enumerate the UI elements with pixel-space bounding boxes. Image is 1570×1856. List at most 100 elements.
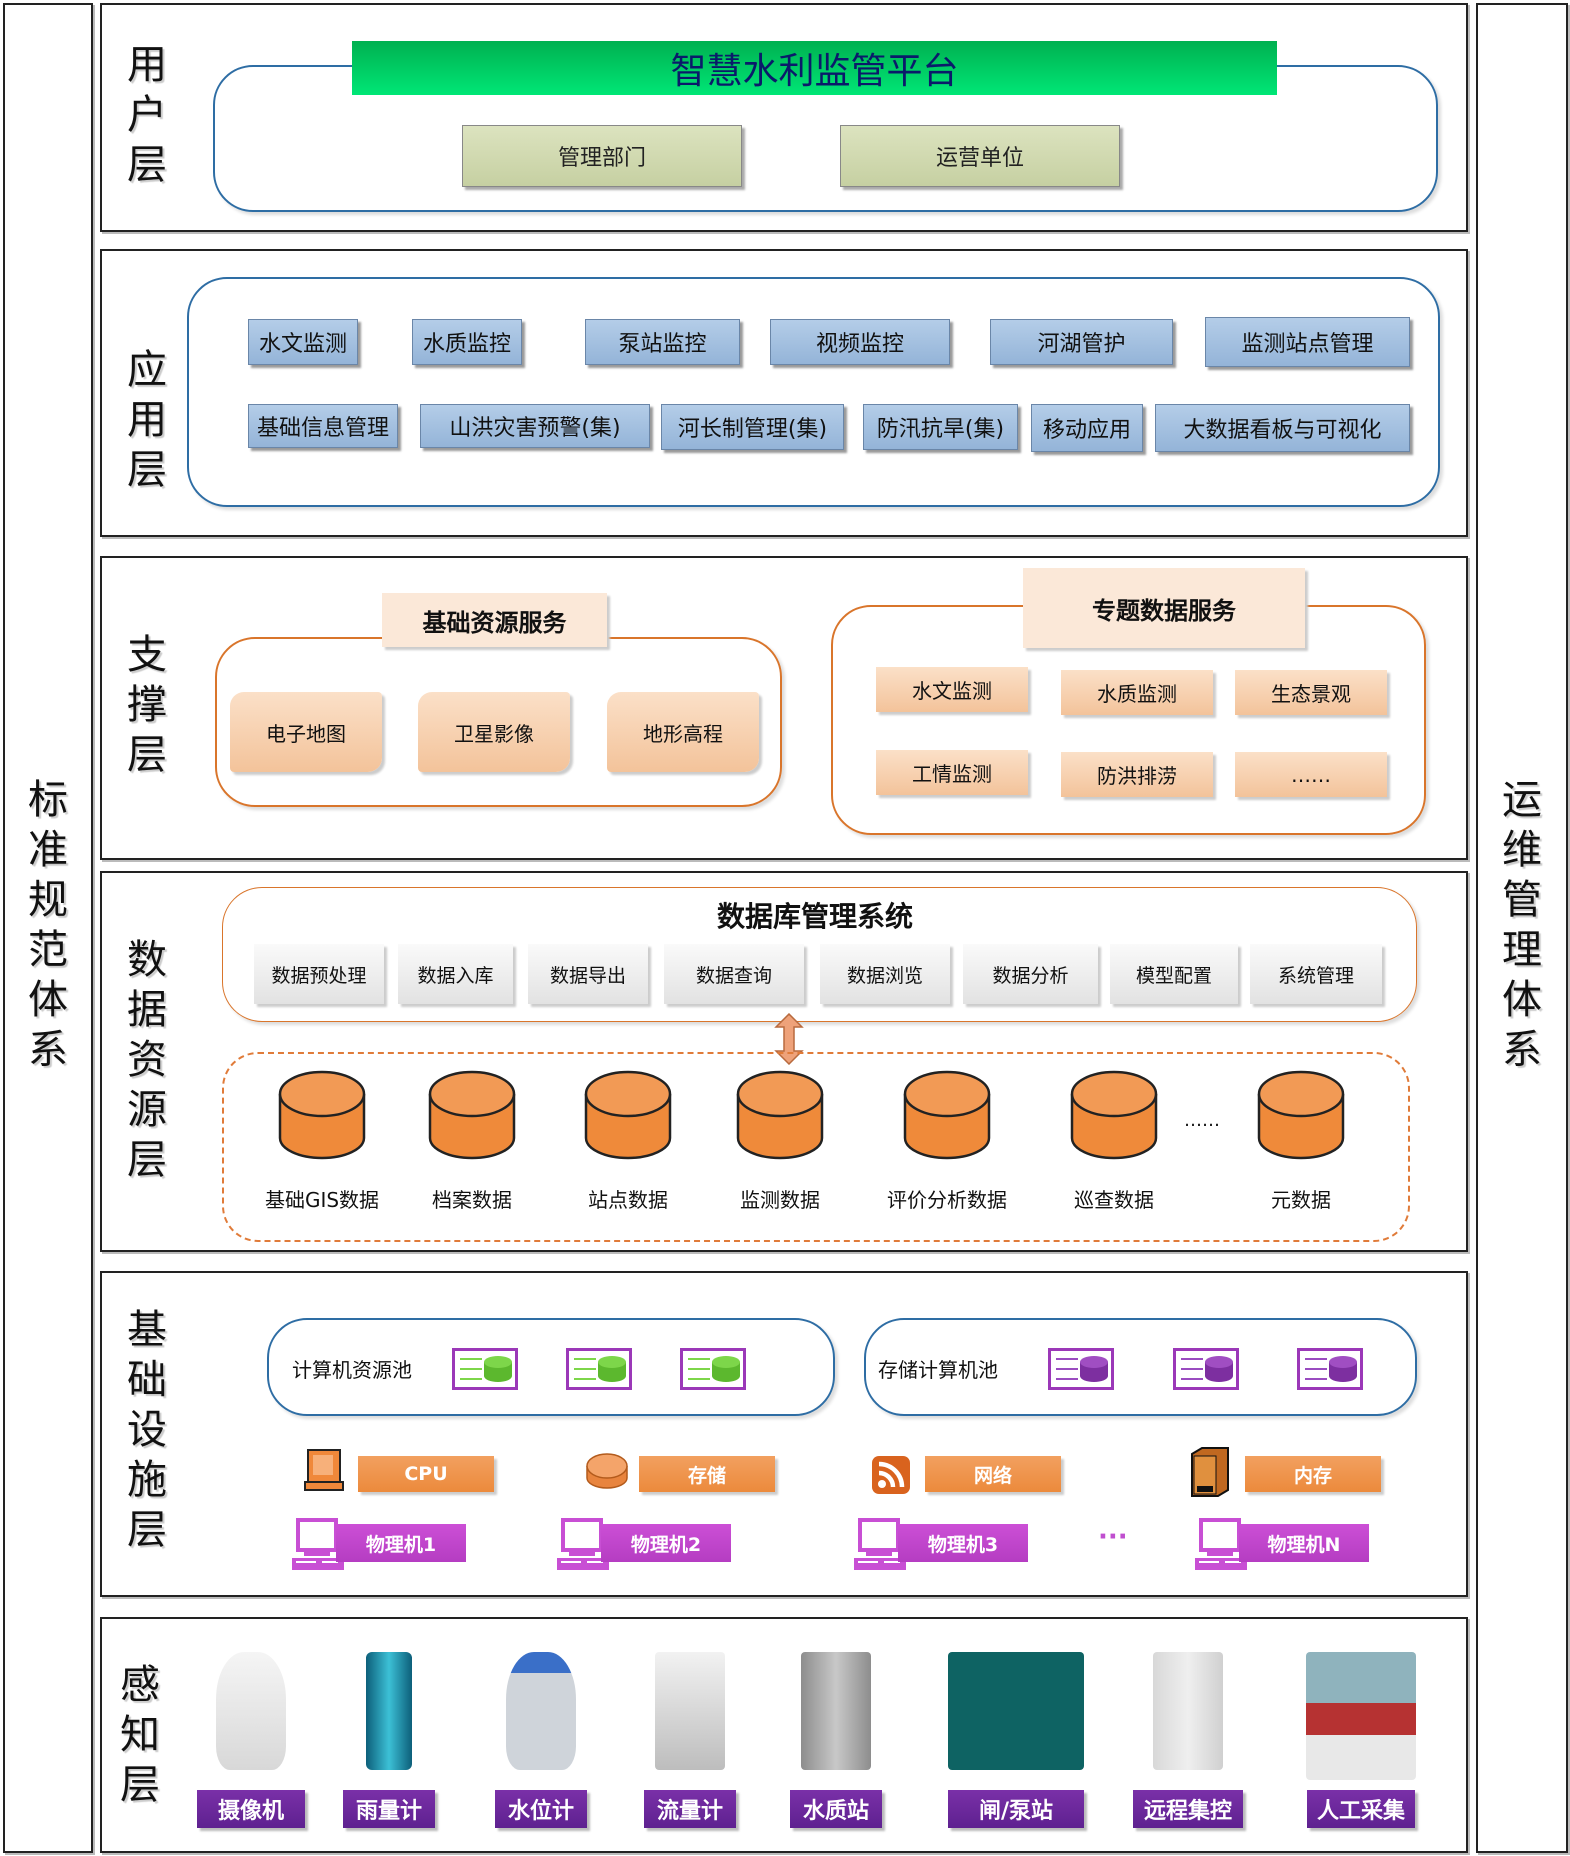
compute-node-icon: [566, 1348, 632, 1390]
physical-machine-label[interactable]: 物理机2: [601, 1524, 731, 1562]
topic-item[interactable]: 生态景观: [1235, 670, 1387, 715]
topic-item[interactable]: ……: [1235, 752, 1387, 797]
machines-ellipsis: ···: [1098, 1522, 1128, 1552]
device-label[interactable]: 远程集控: [1133, 1790, 1243, 1828]
app-container: [187, 277, 1440, 507]
app-item[interactable]: 泵站监控: [585, 319, 740, 365]
user-item-management[interactable]: 管理部门: [462, 125, 742, 187]
device-label[interactable]: 水质站: [790, 1790, 882, 1828]
control-cabinet-icon: [1153, 1652, 1223, 1770]
server-tower-icon: [1191, 1447, 1229, 1497]
device-label[interactable]: 闸/泵站: [948, 1790, 1084, 1828]
app-item[interactable]: 水文监测: [248, 319, 358, 365]
resource-storage[interactable]: 存储: [639, 1456, 775, 1492]
dbms-item[interactable]: 数据导出: [528, 944, 648, 1004]
topic-service-title: 专题数据服务: [1023, 568, 1305, 648]
physical-machine-icon: [854, 1518, 906, 1570]
user-layer-title: 用户层: [127, 42, 167, 188]
app-item[interactable]: 防汛抗旱(集): [863, 404, 1018, 450]
storage-pool-label: 存储计算机池: [878, 1358, 998, 1382]
physical-machine-icon: [292, 1518, 344, 1570]
topic-item[interactable]: 水文监测: [876, 667, 1028, 712]
gate-pump-station-icon: [948, 1652, 1084, 1770]
storage-node-icon: [1297, 1348, 1363, 1390]
dbms-title: 数据库管理系统: [716, 900, 913, 933]
dbms-item[interactable]: 数据入库: [398, 944, 513, 1004]
database-label: 元数据: [1271, 1188, 1331, 1212]
app-item[interactable]: 河长制管理(集): [661, 404, 844, 450]
dbms-item[interactable]: 模型配置: [1110, 944, 1238, 1004]
dbms-item[interactable]: 系统管理: [1250, 944, 1382, 1004]
app-item[interactable]: 监测站点管理: [1205, 317, 1410, 367]
user-item-operator[interactable]: 运营单位: [840, 125, 1120, 187]
data-layer-title: 数据资源层: [127, 937, 167, 1183]
database-label: 站点数据: [588, 1188, 668, 1212]
physical-machine-label[interactable]: 物理机3: [898, 1524, 1028, 1562]
device-label[interactable]: 雨量计: [343, 1790, 435, 1828]
database-label: 档案数据: [432, 1188, 512, 1212]
database-cylinder-icon: [278, 1070, 366, 1160]
storage-pool: [864, 1318, 1417, 1416]
app-item[interactable]: 视频监控: [770, 319, 950, 365]
app-layer: [100, 249, 1468, 537]
database-label: 巡查数据: [1074, 1188, 1154, 1212]
physical-machine-icon: [1195, 1518, 1247, 1570]
database-label: 评价分析数据: [887, 1188, 1007, 1212]
basic-resource-title: 基础资源服务: [382, 593, 607, 647]
app-item[interactable]: 基础信息管理: [248, 404, 398, 448]
support-layer-title: 支撑层: [127, 632, 167, 778]
dbms-item[interactable]: 数据浏览: [820, 944, 950, 1004]
network-rss-icon: [872, 1456, 910, 1494]
physical-machine-label[interactable]: 物理机N: [1239, 1524, 1369, 1562]
platform-title: 智慧水利监管平台: [352, 41, 1277, 95]
database-cylinder-icon: [428, 1070, 516, 1160]
ops-title: 运维管理体系: [1502, 777, 1542, 1073]
water-level-meter-icon: [506, 1652, 576, 1770]
compute-pool-label: 计算机资源池: [292, 1358, 412, 1382]
device-label[interactable]: 摄像机: [197, 1790, 305, 1828]
database-cylinder-icon: [903, 1070, 991, 1160]
database-ellipsis: ……: [1184, 1110, 1220, 1131]
topic-item[interactable]: 防洪排涝: [1061, 752, 1213, 797]
manual-collection-icon: [1306, 1652, 1416, 1780]
compute-node-icon: [452, 1348, 518, 1390]
storage-node-icon: [1173, 1348, 1239, 1390]
database-label: 基础GIS数据: [264, 1188, 380, 1212]
infra-layer-title: 基础设施层: [127, 1307, 167, 1553]
app-item[interactable]: 大数据看板与可视化: [1155, 404, 1410, 452]
basic-item[interactable]: 地形高程: [607, 692, 759, 772]
standards-panel: [3, 3, 93, 1853]
app-item[interactable]: 水质监控: [412, 319, 522, 365]
app-item[interactable]: 山洪灾害预警(集): [420, 404, 650, 448]
device-label[interactable]: 人工采集: [1307, 1790, 1415, 1828]
database-container: [222, 1052, 1410, 1242]
camera-icon: [216, 1652, 286, 1770]
device-label[interactable]: 水位计: [495, 1790, 587, 1828]
device-label[interactable]: 流量计: [644, 1790, 736, 1828]
storage-node-icon: [1048, 1348, 1114, 1390]
dbms-item[interactable]: 数据分析: [963, 944, 1098, 1004]
database-cylinder-icon: [1257, 1070, 1345, 1160]
flow-meter-icon: [655, 1652, 725, 1770]
database-cylinder-icon: [584, 1070, 672, 1160]
sense-layer-title: 感知层: [120, 1662, 160, 1808]
resource-network[interactable]: 网络: [925, 1456, 1061, 1492]
compute-pool: [267, 1318, 835, 1416]
dbms-item[interactable]: 数据查询: [664, 944, 804, 1004]
dbms-item[interactable]: 数据预处理: [254, 944, 384, 1004]
dbms-container: [222, 887, 1417, 1022]
topic-item[interactable]: 工情监测: [876, 750, 1028, 795]
topic-item[interactable]: 水质监测: [1061, 670, 1213, 715]
resource-cpu[interactable]: CPU: [358, 1456, 494, 1492]
physical-machine-label[interactable]: 物理机1: [336, 1524, 466, 1562]
basic-item[interactable]: 卫星影像: [418, 692, 570, 772]
app-item[interactable]: 河湖管护: [990, 319, 1173, 365]
app-item[interactable]: 移动应用: [1031, 404, 1143, 452]
basic-item[interactable]: 电子地图: [230, 692, 382, 772]
database-cylinder-icon: [736, 1070, 824, 1160]
ops-panel: [1476, 3, 1568, 1853]
rain-gauge-icon: [366, 1652, 412, 1770]
database-cylinder-icon: [1070, 1070, 1158, 1160]
standards-title: 标准规范体系: [28, 777, 68, 1073]
resource-memory[interactable]: 内存: [1245, 1456, 1381, 1492]
